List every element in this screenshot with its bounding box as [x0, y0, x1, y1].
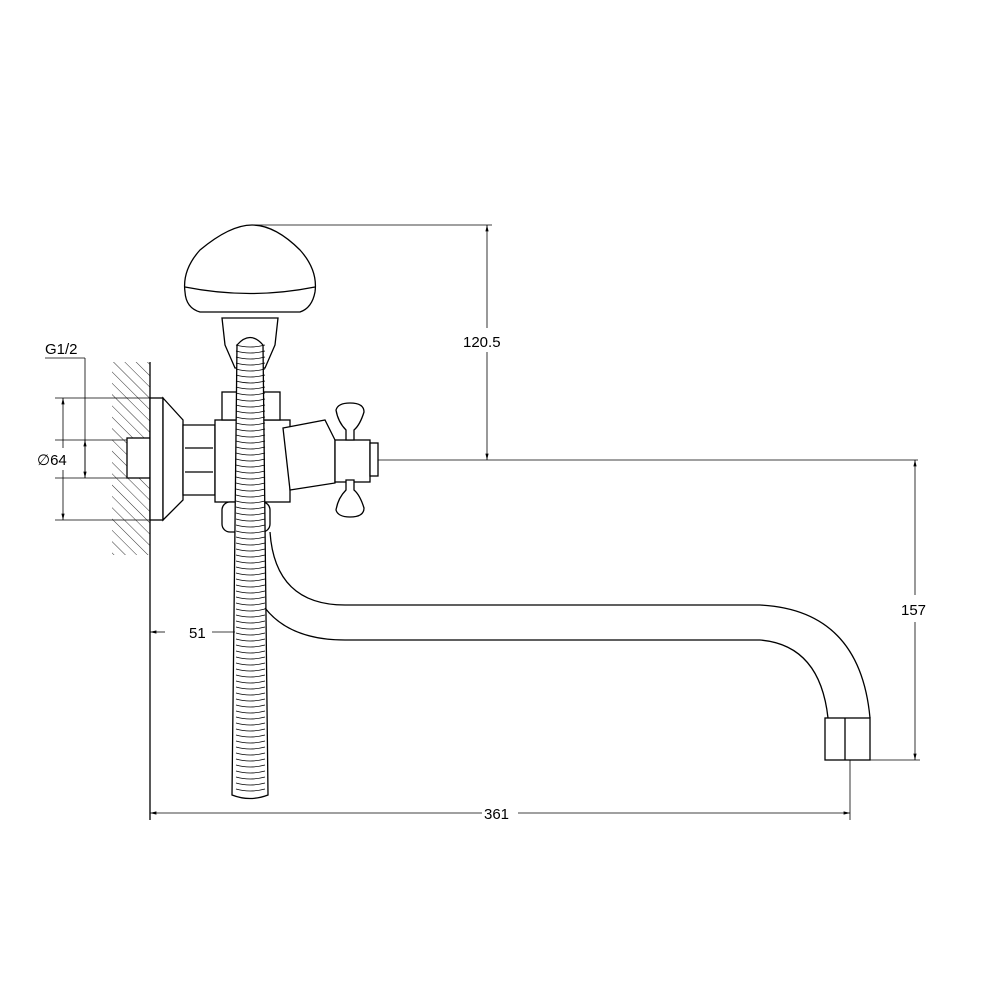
hose-coil — [235, 404, 266, 408]
hose-coil — [235, 758, 266, 762]
hose-offset-label: 51 — [189, 625, 206, 642]
hose-coil — [235, 422, 266, 426]
dimension-hose-offset: 51 — [150, 625, 235, 642]
height-label: 120.5 — [463, 334, 501, 351]
hose-coil — [235, 434, 266, 438]
hose-coil — [235, 386, 266, 390]
hose-coil — [235, 650, 266, 654]
dimension-height: 120.5 — [252, 224, 501, 460]
hose-coil — [235, 728, 266, 732]
hose-coil — [235, 464, 266, 468]
hose-coil — [235, 554, 266, 558]
hose-coil — [235, 380, 266, 384]
hose-coil — [235, 506, 266, 510]
hose-coil — [235, 644, 266, 648]
hose-coil — [235, 356, 266, 360]
hose-coil — [235, 524, 266, 528]
hose-coil — [235, 680, 266, 684]
hose-coil — [235, 518, 266, 522]
hose-coil — [235, 458, 266, 462]
hose-coil — [235, 416, 266, 420]
hose-coil — [235, 512, 266, 516]
hose-coil — [235, 482, 266, 486]
dimension-thread: G1/2 — [45, 341, 127, 479]
hose-coil — [235, 602, 266, 606]
hose-coil — [235, 620, 266, 624]
shower-hose — [231, 336, 269, 800]
hose-coil — [235, 410, 266, 414]
hose-coil — [235, 776, 266, 780]
hose-coil — [235, 632, 266, 636]
hose-coil — [235, 686, 266, 690]
hose-coil — [235, 626, 266, 630]
hose-coil — [235, 344, 266, 348]
hose-coil — [235, 578, 266, 582]
hose-coil — [235, 788, 266, 792]
drop-label: 157 — [901, 602, 926, 619]
hose-coil — [235, 560, 266, 564]
hose-coil — [235, 350, 266, 354]
hose-coil — [235, 704, 266, 708]
hose-coil — [235, 698, 266, 702]
hose-coil — [235, 752, 266, 756]
hose-coil — [235, 362, 266, 366]
hose-coil — [235, 710, 266, 714]
hose-coil — [235, 662, 266, 666]
hose-coil — [235, 674, 266, 678]
hose-coil — [235, 668, 266, 672]
hose-coil — [235, 452, 266, 456]
hose-coil — [235, 608, 266, 612]
dimension-drop: 157 — [870, 460, 926, 761]
hose-coil — [235, 566, 266, 570]
hose-coil — [235, 782, 266, 786]
hose-coil — [235, 428, 266, 432]
spout — [264, 531, 871, 761]
diameter-label: ∅64 — [37, 452, 67, 469]
hose-coil — [235, 746, 266, 750]
hose-coil — [235, 440, 266, 444]
hose-coil — [235, 656, 266, 660]
hose-coil — [235, 476, 266, 480]
hose-coil — [235, 494, 266, 498]
hose-coil — [235, 584, 266, 588]
hose-coil — [235, 530, 266, 534]
hose-coil — [235, 740, 266, 744]
hose-coil — [235, 590, 266, 594]
hose-coil — [235, 716, 266, 720]
wall-flange — [126, 396, 216, 522]
hose-coil — [235, 770, 266, 774]
hose-coil — [235, 614, 266, 618]
dimension-reach: 361 — [150, 760, 851, 823]
dimension-diameter: ∅64 — [36, 397, 150, 521]
hose-coil — [235, 596, 266, 600]
hose-coil — [235, 536, 266, 540]
hose-coil — [235, 542, 266, 546]
reach-label: 361 — [484, 806, 509, 823]
hose-coil — [235, 764, 266, 768]
hose-coil — [235, 446, 266, 450]
wall-section — [112, 362, 151, 820]
hose-coil — [235, 488, 266, 492]
hose-coil — [235, 638, 266, 642]
hose-coil — [235, 374, 266, 378]
hose-coil — [235, 734, 266, 738]
hose-coil — [235, 548, 266, 552]
hose-coil — [235, 398, 266, 402]
hose-coil — [235, 722, 266, 726]
hose-coil — [235, 368, 266, 372]
hose-coil — [235, 392, 266, 396]
hose-coil — [235, 692, 266, 696]
hose-coil — [235, 572, 266, 576]
hose-coil — [235, 470, 266, 474]
thread-label: G1/2 — [45, 341, 78, 358]
hose-coil — [235, 500, 266, 504]
cross-handle — [335, 402, 365, 518]
